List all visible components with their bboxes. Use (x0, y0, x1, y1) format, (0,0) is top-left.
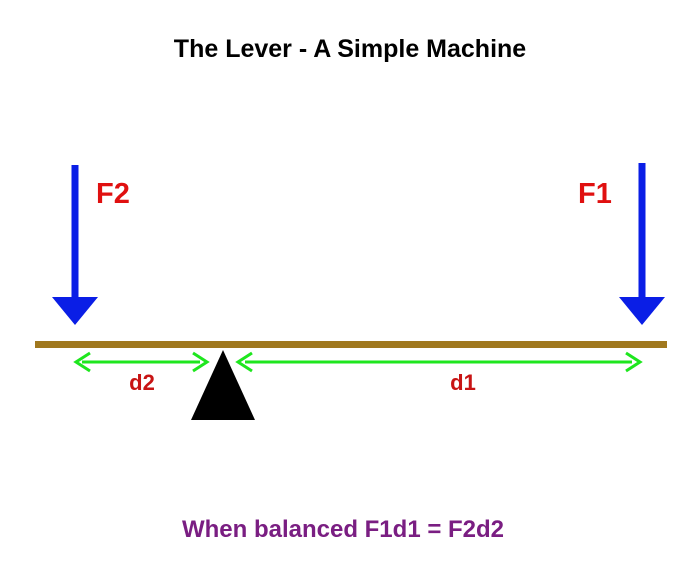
left-force-arrowhead (52, 297, 98, 325)
left-distance-arrowhead-right (192, 351, 210, 373)
right-force-arrow (619, 163, 665, 325)
lever-beam (35, 341, 667, 348)
left-distance-arrowhead-left (73, 351, 91, 373)
left-force-label: F2 (96, 178, 130, 210)
right-distance-arrowhead-right (625, 351, 643, 373)
right-force-label: F1 (578, 178, 612, 210)
right-distance-label: d1 (450, 370, 476, 395)
left-distance-label: d2 (129, 370, 155, 395)
diagram-title: The Lever - A Simple Machine (174, 35, 527, 63)
left-distance-arrow (73, 351, 210, 373)
right-distance-arrow (235, 351, 643, 373)
balance-equation-caption: When balanced F1d1 = F2d2 (182, 516, 504, 543)
right-distance-arrowhead-left (235, 351, 253, 373)
fulcrum-triangle (191, 350, 255, 420)
left-force-arrow (52, 165, 98, 325)
right-force-arrowhead (619, 297, 665, 325)
